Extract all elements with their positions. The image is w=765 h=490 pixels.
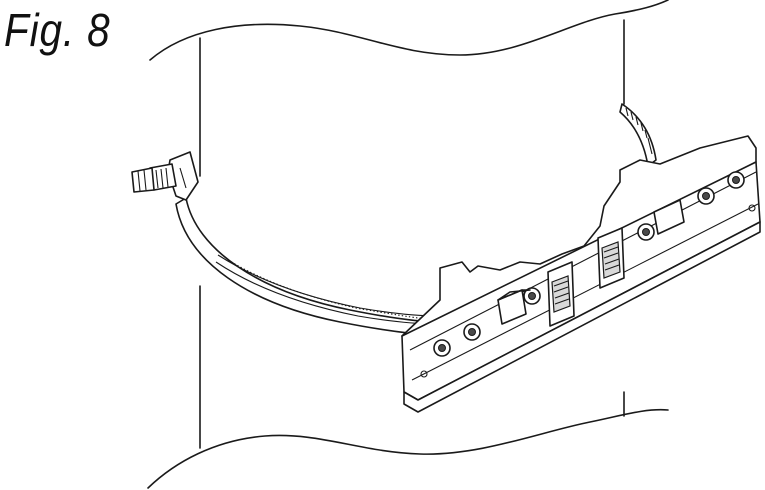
band-clamp: [175, 197, 441, 337]
band-clamp-back: [619, 103, 657, 167]
figure-label: Fig. 8: [4, 4, 111, 56]
bracket-holes: [420, 171, 756, 378]
bracket-slots: [497, 199, 685, 327]
mounting-bracket: [401, 135, 761, 413]
pole: [147, 0, 669, 489]
worm-screw: [131, 151, 199, 201]
